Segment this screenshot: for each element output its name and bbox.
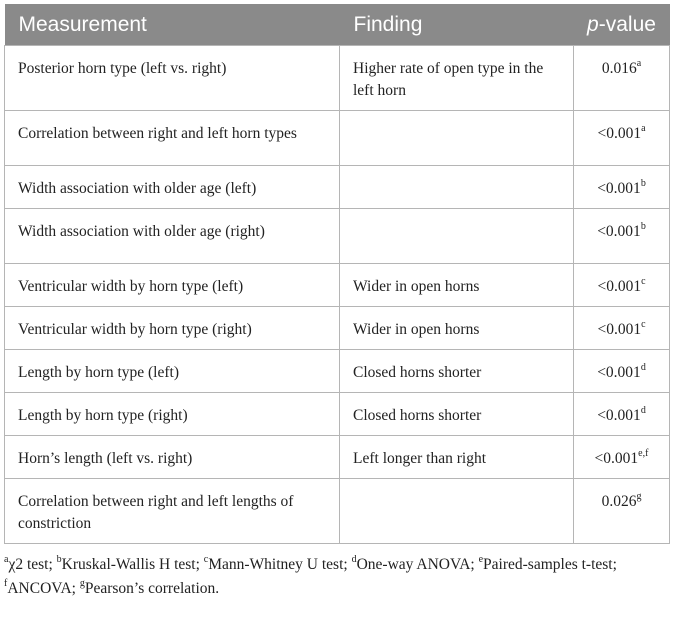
finding-cell [339,478,574,544]
footnote-mark: d [351,553,357,565]
finding-cell: Closed horns shorter [339,349,574,393]
p-value: 0.026 [601,493,637,510]
table-header: Measurement Finding p-value [4,4,670,46]
header-measurement: Measurement [4,4,340,46]
footnote-mark: f [4,577,8,589]
measurement-cell: Width association with older age (right) [4,208,340,264]
table-row: Width association with older age (right)… [4,208,670,264]
table-row: Horn’s length (left vs. right) Left long… [4,435,670,479]
p-value-cell: <0.001d [573,349,670,393]
finding-cell [339,165,574,209]
p-value-cell: 0.026g [573,478,670,544]
p-footnote-mark: b [640,177,646,189]
table-footnotes: aχ2 test; bKruskal-Wallis H test; cMann-… [4,553,669,601]
footnote-text: Kruskal-Wallis H test; [61,556,204,573]
measurement-cell: Length by horn type (left) [4,349,340,393]
footnote-mark: e [478,553,484,565]
p-value: <0.001 [597,223,641,240]
header-p-suffix: -value [598,12,656,36]
header-finding: Finding [339,4,574,46]
p-value: <0.001 [597,321,642,338]
p-value: <0.001 [597,125,642,142]
p-footnote-mark: e,f [638,447,649,459]
measurement-cell: Correlation between right and left horn … [4,110,340,166]
footnote-text: Pearson’s correlation. [84,580,220,597]
table-row: Ventricular width by horn type (right) W… [4,306,670,350]
p-value: <0.001 [597,364,641,381]
p-footnote-mark: c [641,275,646,287]
footnote-text: Mann-Whitney U test; [208,556,352,573]
p-footnote-mark: d [640,361,646,373]
p-value: <0.001 [597,278,642,295]
p-footnote-mark: c [641,318,646,330]
measurement-cell: Ventricular width by horn type (right) [4,306,340,350]
footnote-text: One-way ANOVA; [356,556,479,573]
p-value: 0.016 [601,60,637,77]
finding-cell: Higher rate of open type in the left hor… [339,45,574,111]
table-row: Posterior horn type (left vs. right) Hig… [4,45,670,111]
finding-cell: Wider in open horns [339,263,574,307]
p-footnote-mark: b [640,220,646,232]
finding-cell: Wider in open horns [339,306,574,350]
measurement-cell: Width association with older age (left) [4,165,340,209]
finding-cell [339,110,574,166]
p-value-cell: 0.016a [573,45,670,111]
p-value-cell: <0.001c [573,306,670,350]
p-value: <0.001 [594,450,639,467]
footnote-text: ANCOVA; [7,580,80,597]
results-table-container: Measurement Finding p-value Posterior ho… [4,4,670,601]
footnote-mark: g [79,577,85,589]
table-row: Width association with older age (left) … [4,165,670,209]
table-row: Length by horn type (right) Closed horns… [4,392,670,436]
table-row: Ventricular width by horn type (left) Wi… [4,263,670,307]
footnote-mark: c [203,553,209,565]
p-footnote-mark: d [640,404,646,416]
p-value-cell: <0.001b [573,208,670,264]
table-body: Posterior horn type (left vs. right) Hig… [4,45,670,544]
p-value-cell: <0.001d [573,392,670,436]
p-value-cell: <0.001a [573,110,670,166]
p-value-cell: <0.001b [573,165,670,209]
p-footnote-mark: a [641,122,646,134]
footnote-text: Paired-samples t-test; [483,556,617,573]
footnote-text: χ2 test; [8,556,57,573]
finding-cell: Closed horns shorter [339,392,574,436]
finding-cell [339,208,574,264]
header-p-italic: p [587,12,599,36]
finding-cell: Left longer than right [339,435,574,479]
measurement-cell: Correlation between right and left lengt… [4,478,340,544]
p-value: <0.001 [597,180,641,197]
p-value-cell: <0.001c [573,263,670,307]
footnote-mark: a [4,553,9,565]
table-row: Length by horn type (left) Closed horns … [4,349,670,393]
p-value-cell: <0.001e,f [573,435,670,479]
p-footnote-mark: g [636,490,642,502]
results-table: Measurement Finding p-value Posterior ho… [4,4,670,544]
measurement-cell: Length by horn type (right) [4,392,340,436]
p-value: <0.001 [597,407,641,424]
measurement-cell: Ventricular width by horn type (left) [4,263,340,307]
footnote-mark: b [56,553,62,565]
measurement-cell: Posterior horn type (left vs. right) [4,45,340,111]
table-row: Correlation between right and left horn … [4,110,670,166]
measurement-cell: Horn’s length (left vs. right) [4,435,340,479]
header-p-value: p-value [573,4,670,46]
header-row: Measurement Finding p-value [4,4,670,46]
p-footnote-mark: a [636,57,642,69]
table-row: Correlation between right and left lengt… [4,478,670,544]
